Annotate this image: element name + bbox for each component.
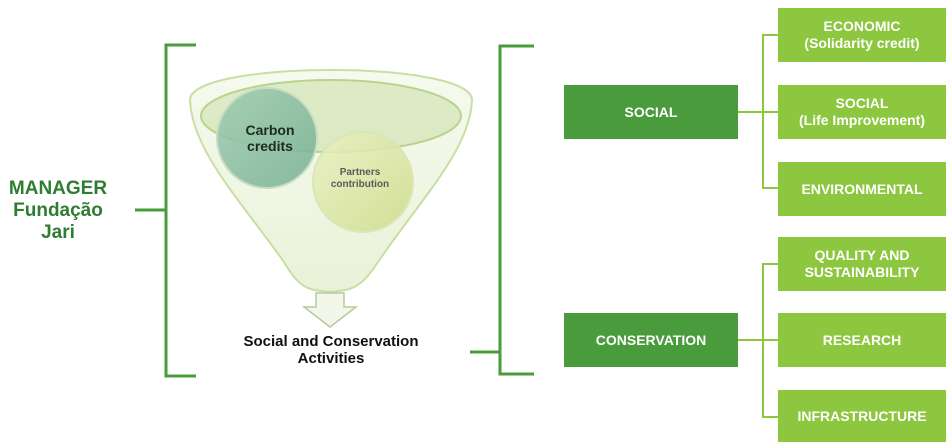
- manager-line-3: Jari: [41, 222, 75, 243]
- left-bracket: [135, 43, 196, 378]
- infrastructure-label: INFRASTRUCTURE: [797, 407, 927, 424]
- research-box: RESEARCH: [778, 313, 946, 367]
- partners-contribution-circle: [312, 131, 414, 233]
- partners-line-2: contribution: [330, 179, 390, 190]
- quality-line-2: SUSTAINABILITY: [804, 264, 920, 280]
- conservation-category-box: CONSERVATION: [564, 313, 738, 367]
- environmental-box: ENVIRONMENTAL: [778, 162, 946, 216]
- down-arrow-icon: [301, 292, 359, 328]
- carbon-credits-label: Carbon credits: [222, 122, 318, 154]
- social-category-box: SOCIAL: [564, 85, 738, 139]
- partners-line-1: Partners: [339, 167, 381, 178]
- environmental-label: ENVIRONMENTAL: [801, 180, 923, 197]
- activities-line-2: Activities: [297, 350, 365, 367]
- quality-sustainability-box: QUALITY AND SUSTAINABILITY: [778, 237, 946, 291]
- partners-contribution-label: Partners contribution: [306, 167, 414, 191]
- economic-box: ECONOMIC (Solidarity credit): [778, 8, 946, 62]
- conservation-connectors: [738, 263, 778, 418]
- manager-line-2: Fundação: [13, 200, 103, 221]
- manager-line-1: MANAGER: [8, 178, 108, 199]
- activities-label: Social and Conservation Activities: [196, 333, 466, 367]
- social-life-box: SOCIAL (Life Improvement): [778, 85, 946, 139]
- social-category-label: SOCIAL: [624, 104, 678, 120]
- carbon-line-1: Carbon: [245, 122, 295, 138]
- infrastructure-box: INFRASTRUCTURE: [778, 390, 946, 442]
- social-connectors: [738, 34, 778, 189]
- manager-label: MANAGER Fundação Jari: [0, 178, 116, 244]
- carbon-line-2: credits: [247, 138, 293, 154]
- activities-line-1: Social and Conservation: [243, 333, 419, 350]
- carbon-credits-circle: [216, 87, 318, 189]
- economic-line-1: ECONOMIC: [823, 18, 901, 34]
- quality-line-1: QUALITY AND: [814, 247, 910, 263]
- right-bracket: [498, 44, 534, 376]
- social-life-line-1: SOCIAL: [835, 95, 889, 111]
- economic-line-2: (Solidarity credit): [804, 35, 920, 51]
- research-label: RESEARCH: [822, 331, 902, 348]
- social-life-line-2: (Life Improvement): [798, 112, 925, 128]
- conservation-category-label: CONSERVATION: [595, 332, 707, 348]
